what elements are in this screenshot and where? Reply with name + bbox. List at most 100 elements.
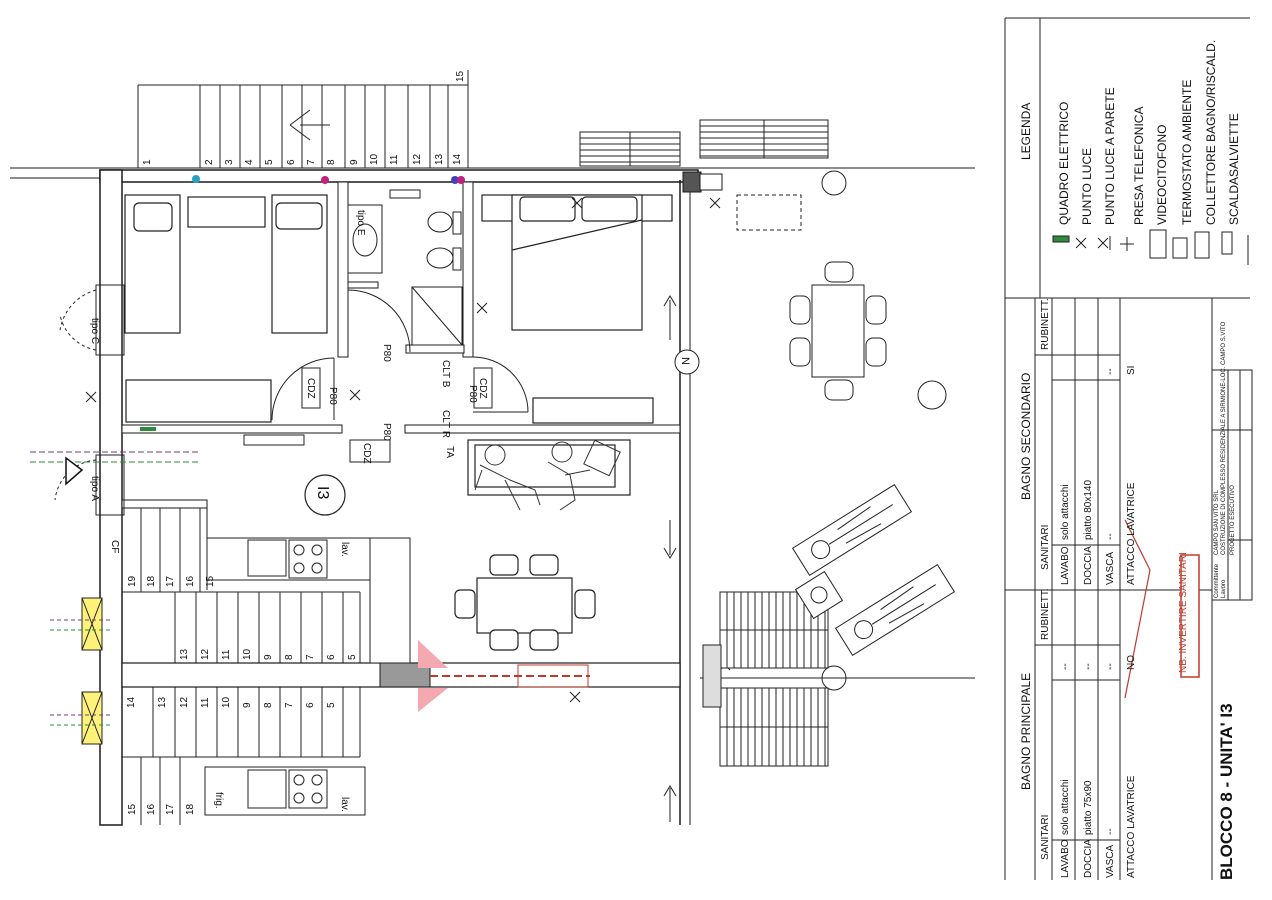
- legend-item-punto-luce: PUNTO LUCE: [1080, 148, 1094, 225]
- main-row-lavatrice-name: ATTACCO LAVATRICE: [1126, 775, 1137, 878]
- closet-units: [243, 367, 493, 463]
- stair-mid-number: 17: [165, 575, 176, 587]
- main-row-vasca-desc: --: [1105, 828, 1116, 835]
- label-clt-r: CLT R: [440, 410, 451, 438]
- stair-bottom-number: 17: [165, 803, 176, 815]
- secondary-header-rubinett: RUBINETT.: [1040, 298, 1051, 350]
- label-p80-left: P80: [327, 387, 338, 405]
- secondary-row-doccia-name: DOCCIA: [1083, 546, 1094, 585]
- stair-mid-number: 15: [205, 575, 216, 587]
- stair-mid-number: 10: [242, 648, 253, 660]
- lavoro-label: Lavoro: [1221, 579, 1227, 598]
- stair-mid: [121, 508, 361, 663]
- stair-bottom-number: 5: [326, 702, 337, 708]
- label-p80-center: P80: [381, 423, 392, 441]
- label-cdz-left: CDZ: [305, 378, 316, 399]
- stair-top-number: 14: [452, 153, 463, 165]
- stair-top: [137, 70, 469, 168]
- stair-mid-number: 19: [127, 575, 138, 587]
- main-header-rubinett: RUBINETT.: [1040, 588, 1051, 640]
- main-row-lavabo-name: LAVABO: [1060, 839, 1071, 878]
- kitchen-lower: [204, 766, 366, 816]
- secondary-row-lavabo-desc: solo attacchi: [1060, 484, 1071, 540]
- label-lav-lower: lav.: [339, 797, 350, 812]
- legend-item-videocitofono: VIDEOCITOFONO: [1155, 125, 1169, 225]
- twin-bedroom: [124, 194, 335, 423]
- outer-walls: [10, 167, 975, 826]
- main-header-sanitari: SANITARI: [1040, 815, 1051, 860]
- legend: LEGENDA QUADRO ELETTRICO PUNTO LUCE PUNT…: [1019, 40, 1241, 225]
- main-row-doccia-rub: --: [1083, 663, 1094, 670]
- table-bagno-secondario: BAGNO SECONDARIO SANITARI RUBINETT. LAVA…: [1019, 298, 1137, 585]
- stair-mid-number: 8: [284, 654, 295, 660]
- main-row-lavatrice-rub: NO: [1126, 655, 1137, 670]
- label-p80-upper: P80: [381, 344, 392, 362]
- yellow-window-panels: [50, 597, 110, 745]
- stair-mid-number: 11: [221, 649, 232, 660]
- stair-bottom-number: 18: [185, 803, 196, 815]
- secondary-row-lavatrice-rub: SI: [1126, 366, 1137, 375]
- stair-mid-number: 13: [179, 648, 190, 660]
- secondary-header-sanitari: SANITARI: [1040, 525, 1051, 570]
- stair-top-number: 2: [204, 159, 215, 165]
- unit-number-label: I3: [314, 486, 331, 499]
- stair-top-number: 15: [455, 70, 466, 82]
- bathroom: [347, 189, 463, 353]
- legend-item-scaldasalviette: SCALDASALVIETTE: [1227, 113, 1241, 225]
- stair-bottom-number: 11: [200, 697, 211, 708]
- legend-title: LEGENDA: [1019, 103, 1033, 160]
- label-ta: TA: [444, 446, 455, 458]
- master-bedroom: [472, 194, 673, 424]
- stair-top-number: 9: [349, 159, 360, 165]
- left-windows: [30, 284, 200, 516]
- legend-item-collettore: COLLETTORE BAGNO/RISCALD.: [1204, 40, 1218, 225]
- stair-bottom-number: 12: [179, 696, 190, 708]
- secondary-row-vasca-name: VASCA: [1105, 552, 1116, 585]
- main-title: BAGNO PRINCIPALE: [1019, 673, 1033, 790]
- secondary-row-doccia-desc: piatto 80x140: [1083, 480, 1094, 540]
- secondary-row-lavabo-name: LAVABO: [1060, 546, 1071, 585]
- secondary-row-vasca-desc: --: [1105, 533, 1116, 540]
- lavoro-value: COSTRUZIONE DI COMPLESSO RESIDENZIALE A …: [1221, 321, 1227, 555]
- secondary-row-lavatrice-name: ATTACCO LAVATRICE: [1126, 482, 1137, 585]
- stair-bottom-number: 6: [305, 702, 316, 708]
- stair-top-number: 3: [224, 159, 235, 165]
- stair-top-number: 7: [306, 159, 317, 165]
- main-row-vasca-rub: --: [1105, 663, 1116, 670]
- stair-mid-number: 12: [200, 648, 211, 660]
- secondary-row-vasca-rub: --: [1105, 368, 1116, 375]
- main-row-doccia-desc: piatto 75x90: [1083, 780, 1094, 835]
- label-cdz-right: CDZ: [477, 378, 488, 399]
- main-row-lavabo-desc: solo attacchi: [1060, 779, 1071, 835]
- legend-item-quadro-elettrico: QUADRO ELETTRICO: [1057, 102, 1071, 225]
- living-room: [304, 439, 631, 651]
- utility-markers: [140, 175, 590, 712]
- label-cdz-center: CDZ: [361, 443, 372, 464]
- stair-bottom-number: 15: [127, 803, 138, 815]
- stair-bottom-number: 14: [126, 696, 137, 708]
- stair-top-number: 11: [389, 154, 400, 165]
- label-tipo-e: tipo E: [355, 210, 366, 236]
- stair-mid-number: 7: [305, 654, 316, 660]
- stair-mid-number: 18: [146, 575, 157, 587]
- stair-mid-number: 6: [326, 654, 337, 660]
- main-row-lavabo-rub: --: [1060, 663, 1071, 670]
- stair-bottom-number: 16: [146, 803, 157, 815]
- note-invertire-sanitari: NB: INVERTIRE SANITARI: [1178, 552, 1189, 673]
- note-marker: NB: INVERTIRE SANITARI: [1124, 519, 1200, 699]
- kitchen-upper: [206, 537, 411, 664]
- secondary-title: BAGNO SECONDARIO: [1019, 373, 1033, 500]
- label-cf: CF: [109, 540, 120, 553]
- label-p80-right: P80: [467, 385, 478, 403]
- stair-mid-number: 5: [347, 654, 358, 660]
- legend-item-punto-luce-parete: PUNTO LUCE A PARETE: [1103, 87, 1117, 225]
- stair-bottom-number: 9: [242, 702, 253, 708]
- label-tipo-c: tipo C: [89, 318, 100, 344]
- stair-bottom-number: 8: [263, 702, 274, 708]
- legend-item-presa-telefonica: PRESA TELEFONICA: [1132, 107, 1146, 225]
- table-bagno-principale: BAGNO PRINCIPALE SANITARI RUBINETT. LAVA…: [1019, 588, 1137, 878]
